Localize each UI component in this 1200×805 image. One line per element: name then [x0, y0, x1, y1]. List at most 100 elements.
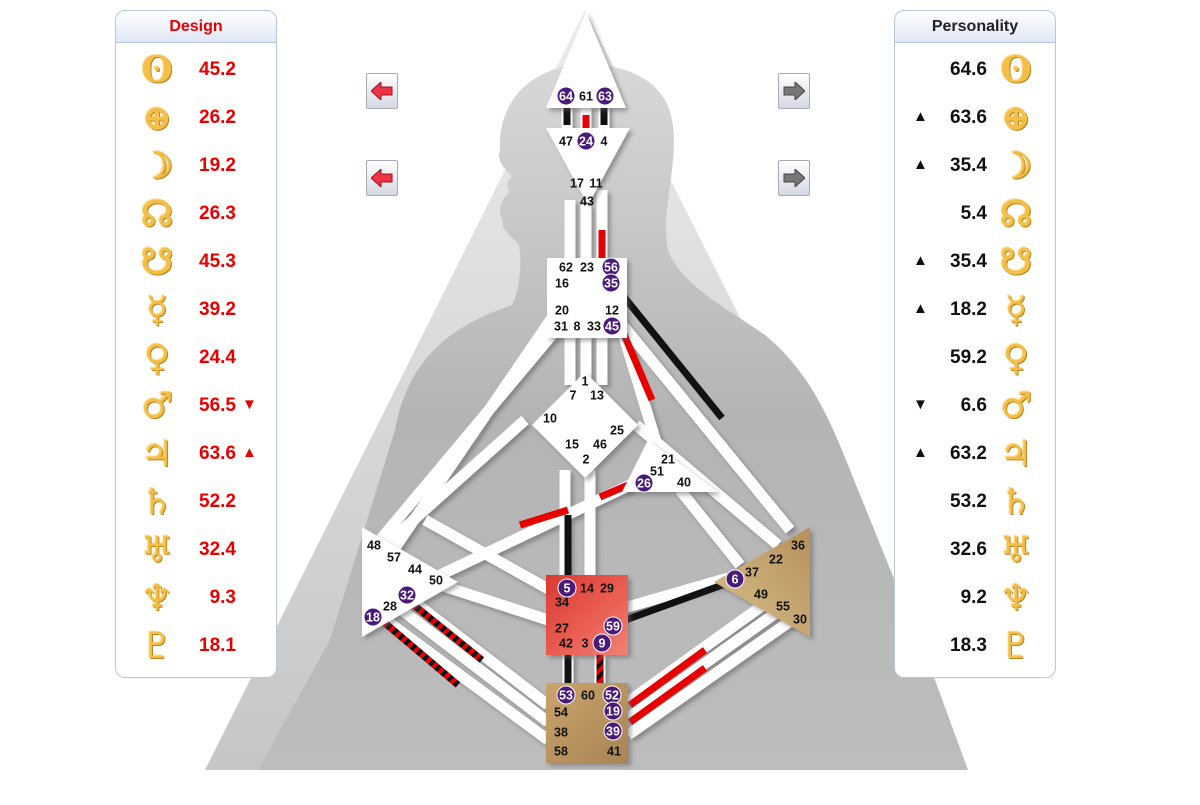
gate-label: 59 — [606, 620, 620, 634]
personality-value: 18.2 — [950, 299, 987, 320]
exalted-icon: ▲ — [913, 300, 928, 317]
gate-label: 63 — [598, 90, 612, 104]
gate-label: 13 — [590, 389, 604, 403]
personality-value: 64.6 — [950, 59, 987, 80]
gate-label: 51 — [650, 465, 664, 479]
gate-badge — [363, 607, 383, 627]
exalted-icon: ▲ — [913, 252, 928, 269]
design-row: ☋45.3 — [116, 239, 276, 287]
spleen-center — [362, 527, 458, 637]
gate-label: 34 — [555, 596, 569, 610]
gate-label: 42 — [559, 637, 573, 651]
exalted-icon: ▲ — [913, 156, 928, 173]
jupiter-icon: ♃ — [140, 433, 174, 475]
exalted-icon: ▲ — [913, 108, 928, 125]
gate-label: 64 — [559, 90, 573, 104]
gate-badge — [602, 316, 622, 336]
gate-badge — [397, 585, 417, 605]
personality-row: ♇18.3 — [895, 623, 1055, 671]
gate-label: 28 — [383, 600, 397, 614]
gate-label: 27 — [555, 622, 569, 636]
gate-label: 56 — [604, 261, 618, 275]
gate-badge — [557, 578, 577, 598]
gate-label: 41 — [607, 745, 621, 759]
gate-label: 26 — [637, 477, 651, 491]
personality-next-button-2[interactable] — [778, 160, 810, 196]
gate-label: 17 — [570, 177, 584, 191]
gate-label: 18 — [366, 611, 380, 625]
design-value: 26.3 — [199, 203, 236, 224]
south-node-icon: ☋ — [1000, 241, 1032, 283]
gate-label: 1 — [582, 375, 589, 389]
design-value: 18.1 — [199, 635, 236, 656]
gate-label: 60 — [581, 689, 595, 703]
personality-row: ☿ 18.2 ▲ — [895, 287, 1055, 335]
design-row: ♄52.2 — [116, 479, 276, 527]
gate-label: 2 — [583, 453, 590, 467]
gate-label: 16 — [555, 277, 569, 291]
gate-label: 36 — [791, 539, 805, 553]
right-arrow-icon — [783, 169, 805, 187]
gate-label: 8 — [574, 320, 581, 334]
gate-label: 40 — [677, 476, 691, 490]
personality-row: ⊕63.6▲ — [895, 95, 1055, 143]
gate-label: 47 — [559, 135, 573, 149]
saturn-icon: ♄ — [999, 481, 1033, 523]
gate-label: 14 — [580, 582, 594, 596]
gate-label: 6 — [732, 573, 739, 587]
moon-icon: ☽ — [140, 145, 174, 187]
gate-badge — [634, 473, 654, 493]
gate-badge — [556, 86, 576, 106]
gate-label: 50 — [429, 574, 443, 588]
gate-label: 3 — [582, 637, 589, 651]
personality-value: 35.4 — [950, 251, 987, 272]
gate-label: 29 — [600, 582, 614, 596]
design-value: 63.6 — [199, 443, 236, 464]
personality-row: ☊5.4 — [895, 191, 1055, 239]
personality-title: Personality — [895, 11, 1055, 43]
gate-badge — [603, 721, 623, 741]
gate-badge — [601, 273, 621, 293]
gate-label: 19 — [606, 705, 620, 719]
design-value: 39.2 — [199, 299, 236, 320]
personality-row: ☽35.4▲ — [895, 143, 1055, 191]
jupiter-icon: ♃ — [999, 433, 1033, 475]
north-node-icon: ☊ — [141, 193, 173, 235]
gate-label: 48 — [367, 539, 381, 553]
personality-value: 6.6 — [960, 395, 987, 416]
design-row: ☽19.2 — [116, 143, 276, 191]
gate-label: 10 — [543, 412, 557, 426]
design-row: ☊ 26.3 — [116, 191, 276, 239]
solar-plexus-center — [714, 527, 810, 637]
sun-icon: ʘ — [1000, 49, 1032, 91]
gate-badge — [595, 86, 615, 106]
gate-label: 43 — [580, 195, 594, 209]
gate-badge — [603, 701, 623, 721]
channels — [368, 105, 796, 745]
personality-row: ♂6.6▼ — [895, 383, 1055, 431]
design-prev-button-2[interactable] — [366, 160, 398, 196]
ajna-center — [546, 128, 630, 205]
gate-label: 44 — [408, 563, 422, 577]
gate-label: 5 — [564, 582, 571, 596]
mercury-icon: ☿ — [1004, 289, 1028, 331]
gate-badge — [725, 569, 745, 589]
venus-icon: ♀ — [1002, 337, 1030, 379]
gate-label: 46 — [593, 438, 607, 452]
exalted-icon: ▲ — [242, 444, 257, 461]
design-row: ♀24.4 — [116, 335, 276, 383]
gate-label: 12 — [605, 304, 619, 318]
mercury-icon: ☿ — [145, 289, 169, 331]
personality-value: 9.2 — [960, 587, 987, 608]
personality-value: 32.6 — [950, 539, 987, 560]
gate-label: 31 — [554, 320, 568, 334]
personality-value: 59.2 — [950, 347, 987, 368]
design-prev-button[interactable] — [366, 73, 398, 109]
gate-label: 9 — [599, 637, 606, 651]
head-center — [546, 12, 626, 108]
personality-next-button[interactable] — [778, 73, 810, 109]
venus-icon: ♀ — [143, 337, 171, 379]
gate-label: 39 — [606, 725, 620, 739]
